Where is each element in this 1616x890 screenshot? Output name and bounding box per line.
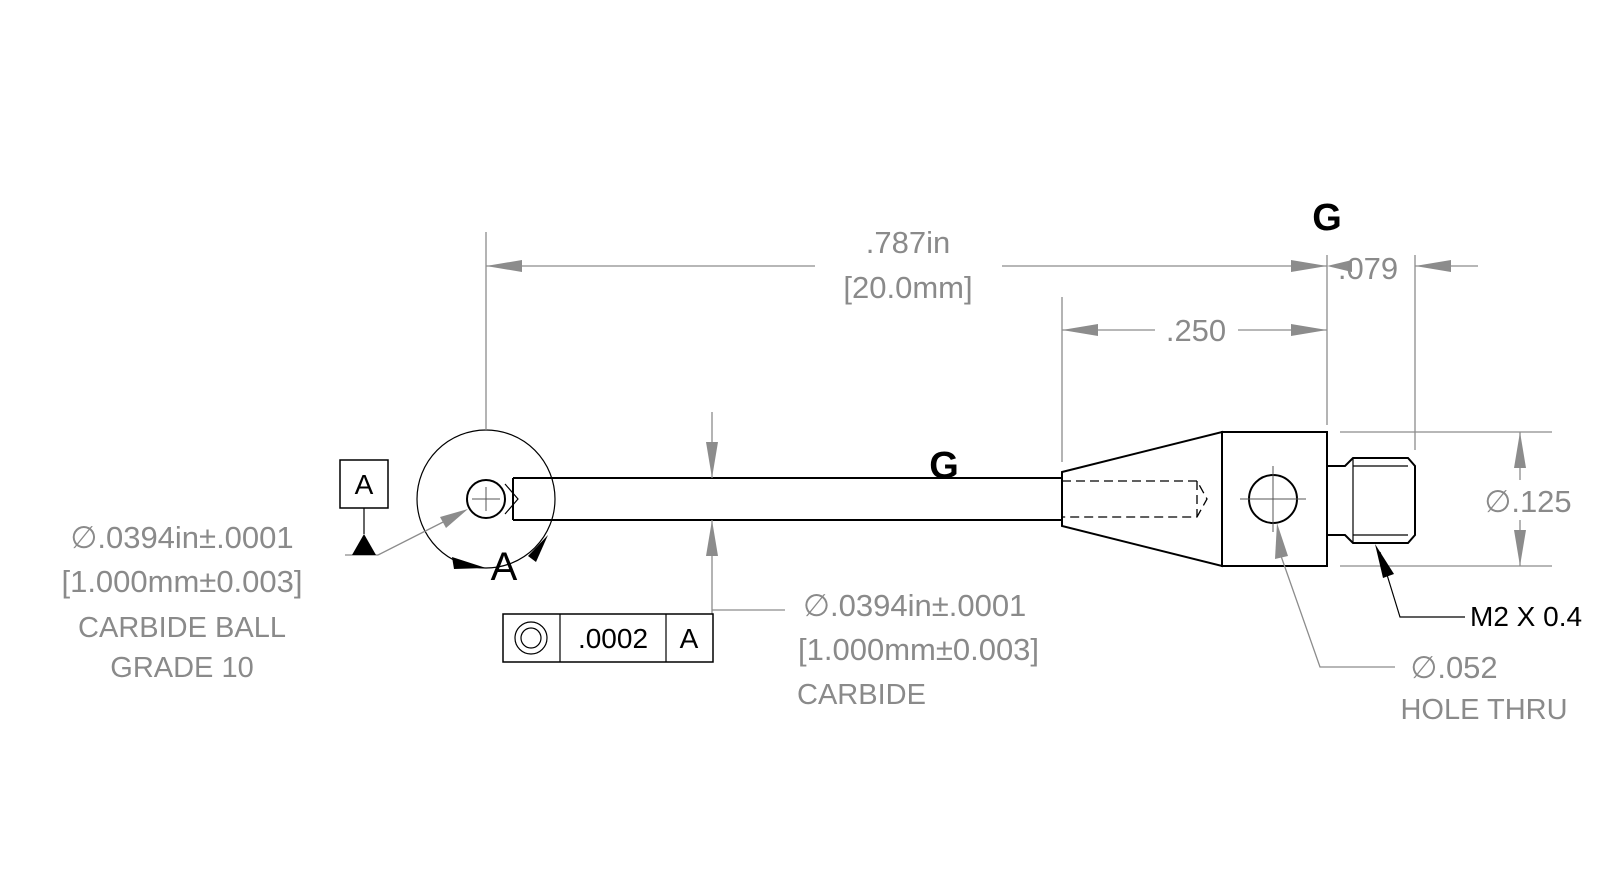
hole-leader (1280, 555, 1395, 668)
concentricity-icon (514, 621, 548, 655)
datum-label: A (355, 469, 374, 500)
hole-thru-note: HOLE THRU (1400, 694, 1567, 726)
stem-material: CARBIDE (797, 679, 926, 711)
stem-diameter-mm: [1.000mm±0.003] (798, 632, 1039, 667)
marker-g-top: G (1312, 197, 1342, 239)
ball-note: ∅.0394in±.0001 [1.000mm±0.003] CARBIDE B… (61, 520, 302, 684)
dim-overall-in: .787in (866, 225, 950, 260)
datum-triangle (352, 534, 376, 555)
ball-leader (377, 515, 456, 556)
arrow-125-bottom (1514, 530, 1526, 566)
hidden-bore (1062, 480, 1208, 518)
fcf-outline (502, 613, 714, 663)
thread-leader (1379, 551, 1465, 618)
dim-body-length: .250 (1166, 313, 1226, 348)
stem-diameter-in: ∅.0394in±.0001 (803, 588, 1026, 623)
arrow-hole (1275, 523, 1288, 559)
ball-outline (466, 479, 506, 519)
block-body (1221, 431, 1328, 567)
marker-g-stem: G (929, 445, 959, 487)
datum-feature-symbol: A (339, 459, 389, 555)
dim-overall-mm: [20.0mm] (843, 270, 972, 305)
fcf-tolerance-value: .0002 (578, 623, 648, 654)
thread-callout-text: M2 X 0.4 (1470, 601, 1582, 632)
ball-grade: GRADE 10 (110, 652, 253, 684)
part-geometry (416, 429, 1416, 569)
arrow-stem-top (706, 442, 718, 478)
ball-material: CARBIDE BALL (78, 612, 286, 644)
arrow-overall-right (1291, 260, 1327, 272)
arrow-250-left (1062, 324, 1098, 336)
feature-control-frame: .0002 A (502, 613, 714, 663)
thread-callout: M2 X 0.4 (1375, 544, 1582, 632)
arrow-079-right (1415, 260, 1451, 272)
arrow-125-top (1514, 432, 1526, 468)
detail-arrow-right (528, 535, 548, 562)
thread-stud (1327, 457, 1416, 544)
arrow-thread (1375, 544, 1394, 578)
arrow-079-left (1327, 260, 1352, 272)
hole-note: ∅.052 HOLE THRU (1400, 650, 1567, 726)
arrow-ball (440, 509, 468, 528)
detail-view-indicator: A (452, 535, 548, 589)
dim-thread-length: .079 (1338, 251, 1398, 286)
dimensions: .787in [20.0mm] .250 .079 ∅.125 (345, 225, 1572, 668)
arrow-stem-bottom (706, 520, 718, 556)
datum-box (339, 459, 389, 509)
ball-diameter-mm: [1.000mm±0.003] (61, 564, 302, 599)
stem-tip-chamfer (504, 483, 519, 515)
detail-arrow-left (452, 557, 486, 569)
fcf-datum-ref: A (680, 623, 699, 654)
arrow-overall-left (486, 260, 522, 272)
stem-note: ∅.0394in±.0001 [1.000mm±0.003] CARBIDE (797, 588, 1039, 711)
arrow-250-right (1291, 324, 1327, 336)
hole-diameter: ∅.052 (1410, 650, 1497, 685)
ball-diameter-in: ∅.0394in±.0001 (70, 520, 293, 555)
taper-body (1061, 430, 1223, 568)
dim-body-diameter: ∅.125 (1484, 484, 1571, 519)
detail-view-label: A (491, 545, 518, 589)
